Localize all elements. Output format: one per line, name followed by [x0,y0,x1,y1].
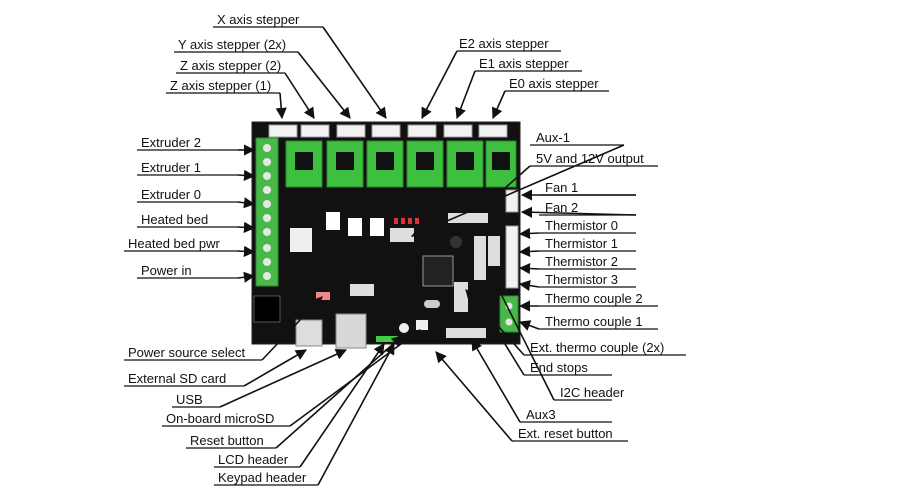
label-heated-bed: Heated bed [141,212,208,227]
label-aux1: Aux-1 [536,130,570,145]
label-extruder-2: Extruder 2 [141,135,201,150]
pin-headers [316,213,500,338]
mcu-chip [422,255,454,287]
label-thermistor-3: Thermistor 3 [545,272,618,287]
label-keypad-header: Keypad header [218,470,307,485]
label-e2-stepper: E2 axis stepper [459,36,549,51]
label-i2c-header: I2C header [560,385,625,400]
label-thermistor-0: Thermistor 0 [545,218,618,233]
buzzer [450,236,462,248]
label-extruder-0: Extruder 0 [141,187,201,202]
pcb-board [251,121,521,349]
lcd-header-pins [376,336,398,342]
usb-port [335,313,367,349]
label-z-stepper-1: Z axis stepper (1) [170,78,271,93]
label-reset-button: Reset button [190,433,264,448]
label-fan-2: Fan 2 [545,200,578,215]
sd-slot [295,319,323,347]
label-power-in: Power in [141,263,192,278]
label-power-source: Power source select [128,345,245,360]
label-heated-bed-pwr: Heated bed pwr [128,236,220,251]
label-e1-stepper: E1 axis stepper [479,56,569,71]
stepper-drivers [285,140,517,188]
label-lcd-header: LCD header [218,452,289,467]
label-ext-sd: External SD card [128,371,226,386]
microsd-slot [416,320,428,330]
thermocouple-terminal [499,295,519,333]
label-ext-reset: Ext. reset button [518,426,613,441]
left-terminal-block [255,137,279,287]
label-ext-thermocouple: Ext. thermo couple (2x) [530,340,664,355]
label-thermistor-1: Thermistor 1 [545,236,618,251]
label-5v-12v: 5V and 12V output [536,151,644,166]
label-microsd: On-board microSD [166,411,274,426]
label-thermistor-2: Thermistor 2 [545,254,618,269]
label-e0-stepper: E0 axis stepper [509,76,599,91]
reset-switch [399,323,409,333]
label-extruder-1: Extruder 1 [141,160,201,175]
labels: X axis stepper Y axis stepper (2x) Z axi… [128,12,664,485]
stepper-connectors [268,124,508,138]
label-y-stepper: Y axis stepper (2x) [178,37,286,52]
leds [394,218,419,224]
label-fan-1: Fan 1 [545,180,578,195]
label-end-stops: End stops [530,360,588,375]
label-z-stepper-2: Z axis stepper (2) [180,58,281,73]
label-thermocouple-2: Thermo couple 2 [545,291,643,306]
label-x-stepper: X axis stepper [217,12,300,27]
power-jack [253,295,281,323]
leader-lines [219,26,637,486]
mosfets [290,212,384,252]
label-thermocouple-1: Thermo couple 1 [545,314,643,329]
right-connectors [505,189,519,289]
label-underlines [124,26,686,486]
label-aux3: Aux3 [526,407,556,422]
label-usb: USB [176,392,203,407]
crystal [424,300,440,308]
